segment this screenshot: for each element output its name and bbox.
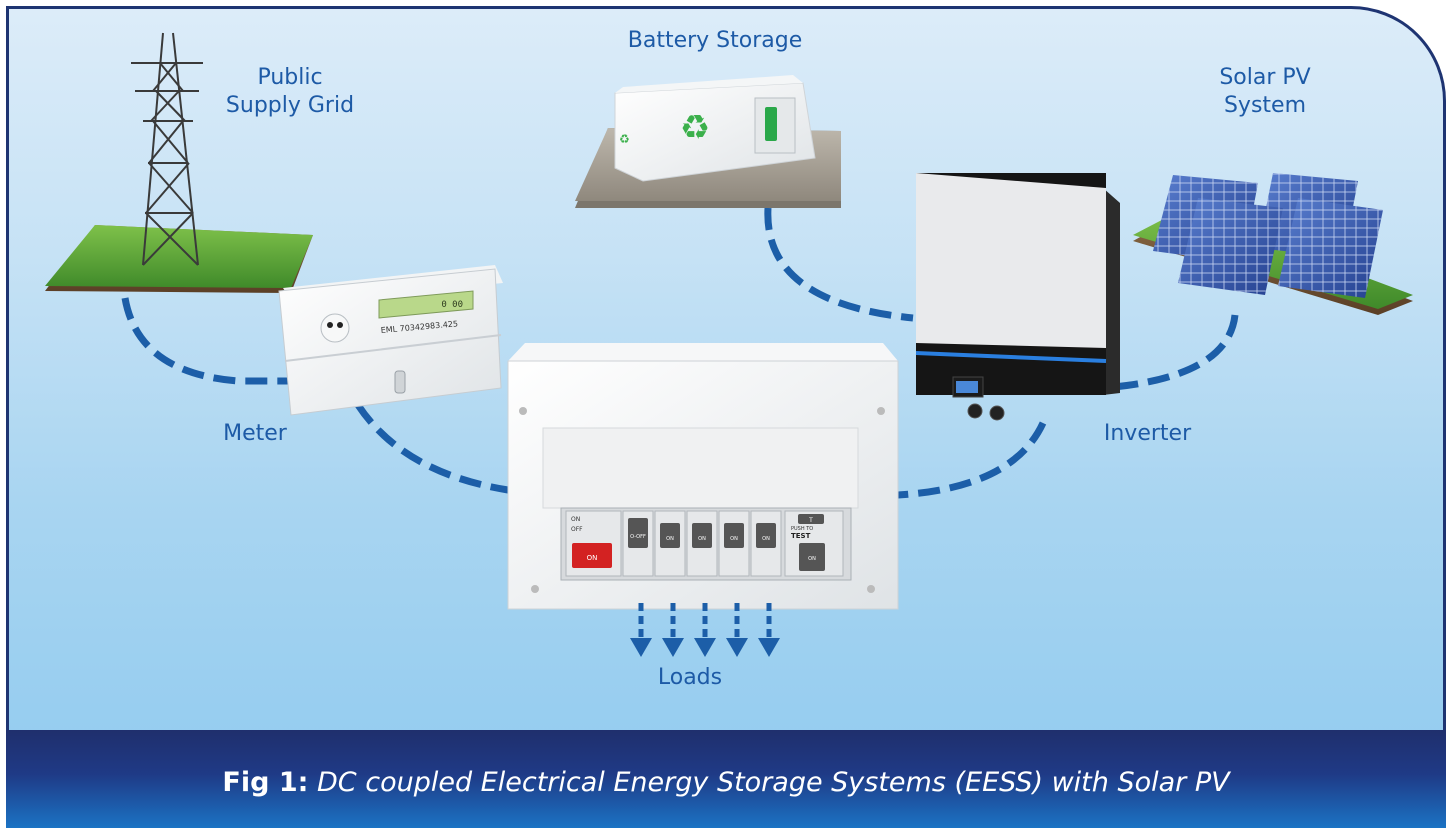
main-switch-label: ON [587, 554, 598, 562]
grid-label-line1: Public [257, 65, 323, 90]
load-arrow [694, 603, 716, 657]
main-switch-mark-on: ON [571, 516, 580, 523]
rcd-button-label: T [808, 517, 813, 524]
inverter-label: Inverter [1103, 421, 1192, 446]
battery-illustration: ♻ ♻ [575, 75, 841, 208]
load-arrow [662, 603, 684, 657]
solar-label-line2: System [1223, 93, 1307, 118]
cable-inverter-consumer-unit [897, 421, 1047, 499]
solar-label-line1: Solar PV [1219, 65, 1311, 90]
diagram-scene: ♻ ♻ [45, 32, 1413, 657]
pylon-illustration [45, 32, 313, 293]
rcd-switch-label: ON [808, 556, 816, 562]
diagram-frame: ♻ ♻ [6, 6, 1446, 828]
solar-panels-illustration [1133, 173, 1413, 315]
rcd-push-label: PUSH TO [791, 526, 813, 532]
battery-label: Battery Storage [627, 28, 803, 53]
loads-label: Loads [657, 665, 723, 690]
load-arrows [630, 603, 780, 657]
rcd-test-label: TEST [791, 532, 811, 540]
load-arrow [758, 603, 780, 657]
svg-text:♻: ♻ [619, 132, 630, 146]
cable-meter-consumer-unit [355, 403, 509, 494]
inverter-illustration [915, 173, 1120, 421]
cable-battery-inverter [764, 207, 914, 322]
grid-label: Public Supply Grid [215, 64, 365, 120]
meter-reading: 0 00 [441, 300, 463, 310]
breaker-3-label: ON [730, 536, 738, 542]
load-arrow [630, 603, 652, 657]
cable-grid-meter [121, 297, 288, 385]
meter-label: Meter [223, 421, 287, 446]
main-switch-mark-off: OFF [571, 526, 583, 533]
caption-prefix: Fig 1: [222, 766, 309, 798]
meter-illustration: 0 00 EML 70342983.425 [278, 265, 503, 416]
solar-label: Solar PV System [1190, 64, 1340, 120]
svg-text:♻: ♻ [680, 108, 710, 148]
load-arrow [726, 603, 748, 657]
breaker-2-label: ON [698, 536, 706, 542]
consumer-unit-illustration: ON OFF ON O-OFF ON ON ON ON [507, 343, 899, 610]
cable-solar-inverter [1102, 314, 1239, 392]
off-breaker-label: O-OFF [630, 534, 646, 540]
caption-bar: Fig 1: DC coupled Electrical Energy Stor… [6, 730, 1446, 828]
breaker-1-label: ON [666, 536, 674, 542]
caption-text: DC coupled Electrical Energy Storage Sys… [317, 766, 1230, 798]
figure-caption: Fig 1: DC coupled Electrical Energy Stor… [222, 767, 1229, 798]
grid-label-line2: Supply Grid [225, 93, 355, 118]
breaker-4-label: ON [762, 536, 770, 542]
